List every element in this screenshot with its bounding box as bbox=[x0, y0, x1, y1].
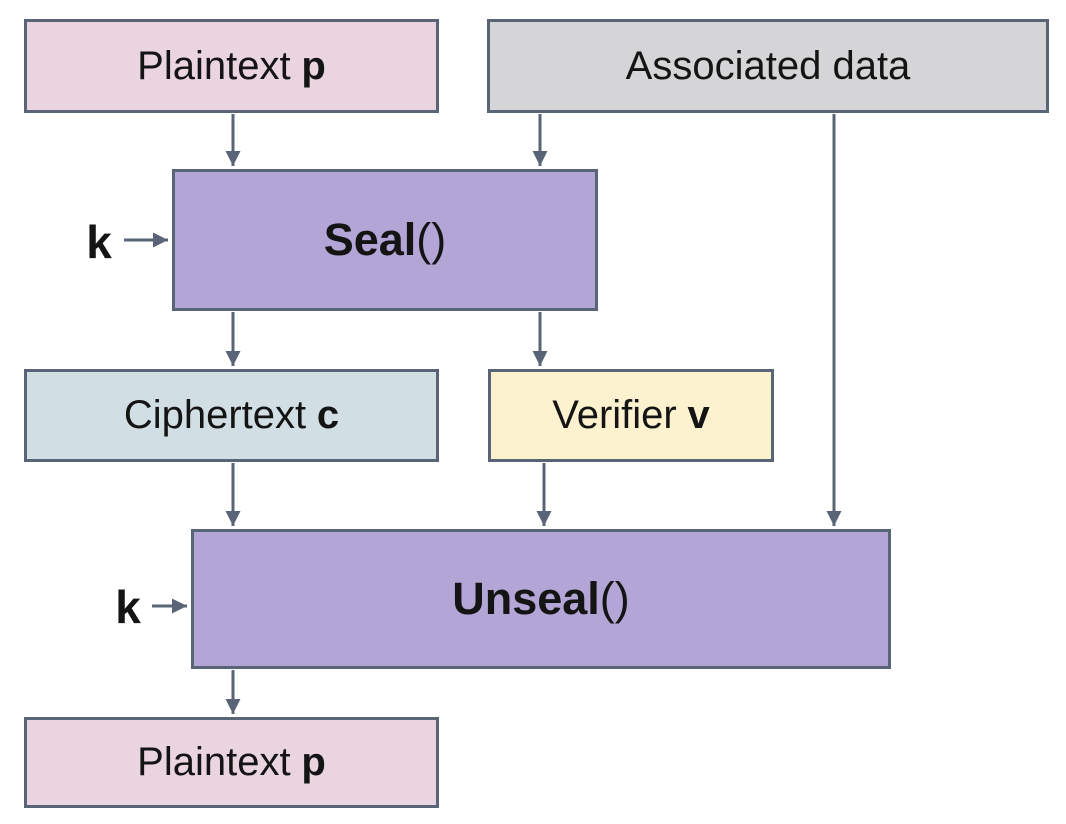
associated-data-box: Associated data bbox=[487, 19, 1049, 113]
plaintext-output-variable: p bbox=[301, 740, 326, 784]
unseal-key-label: k bbox=[115, 581, 141, 633]
plaintext-input-box: Plaintext p bbox=[24, 19, 439, 113]
unseal-function-box: Unseal () bbox=[191, 529, 891, 669]
unseal-function-name: Unseal bbox=[452, 573, 600, 624]
seal-key-label: k bbox=[86, 216, 112, 268]
verifier-box: Verifier v bbox=[488, 369, 774, 462]
verifier-variable: v bbox=[687, 393, 710, 437]
plaintext-output-label: Plaintext bbox=[137, 740, 291, 784]
ciphertext-label: Ciphertext bbox=[123, 393, 307, 437]
plaintext-input-variable: p bbox=[301, 43, 326, 88]
seal-function-parens: () bbox=[416, 214, 447, 265]
seal-function-box: Seal () bbox=[172, 169, 598, 311]
unseal-function-parens: () bbox=[599, 573, 630, 624]
plaintext-output-box: Plaintext p bbox=[24, 717, 439, 808]
associated-data-label: Associated data bbox=[625, 43, 911, 88]
verifier-label: Verifier bbox=[552, 393, 677, 437]
plaintext-input-label: Plaintext bbox=[137, 43, 291, 88]
ciphertext-box: Ciphertext c bbox=[24, 369, 439, 462]
seal-function-name: Seal bbox=[323, 214, 417, 265]
ciphertext-variable: c bbox=[316, 393, 340, 437]
